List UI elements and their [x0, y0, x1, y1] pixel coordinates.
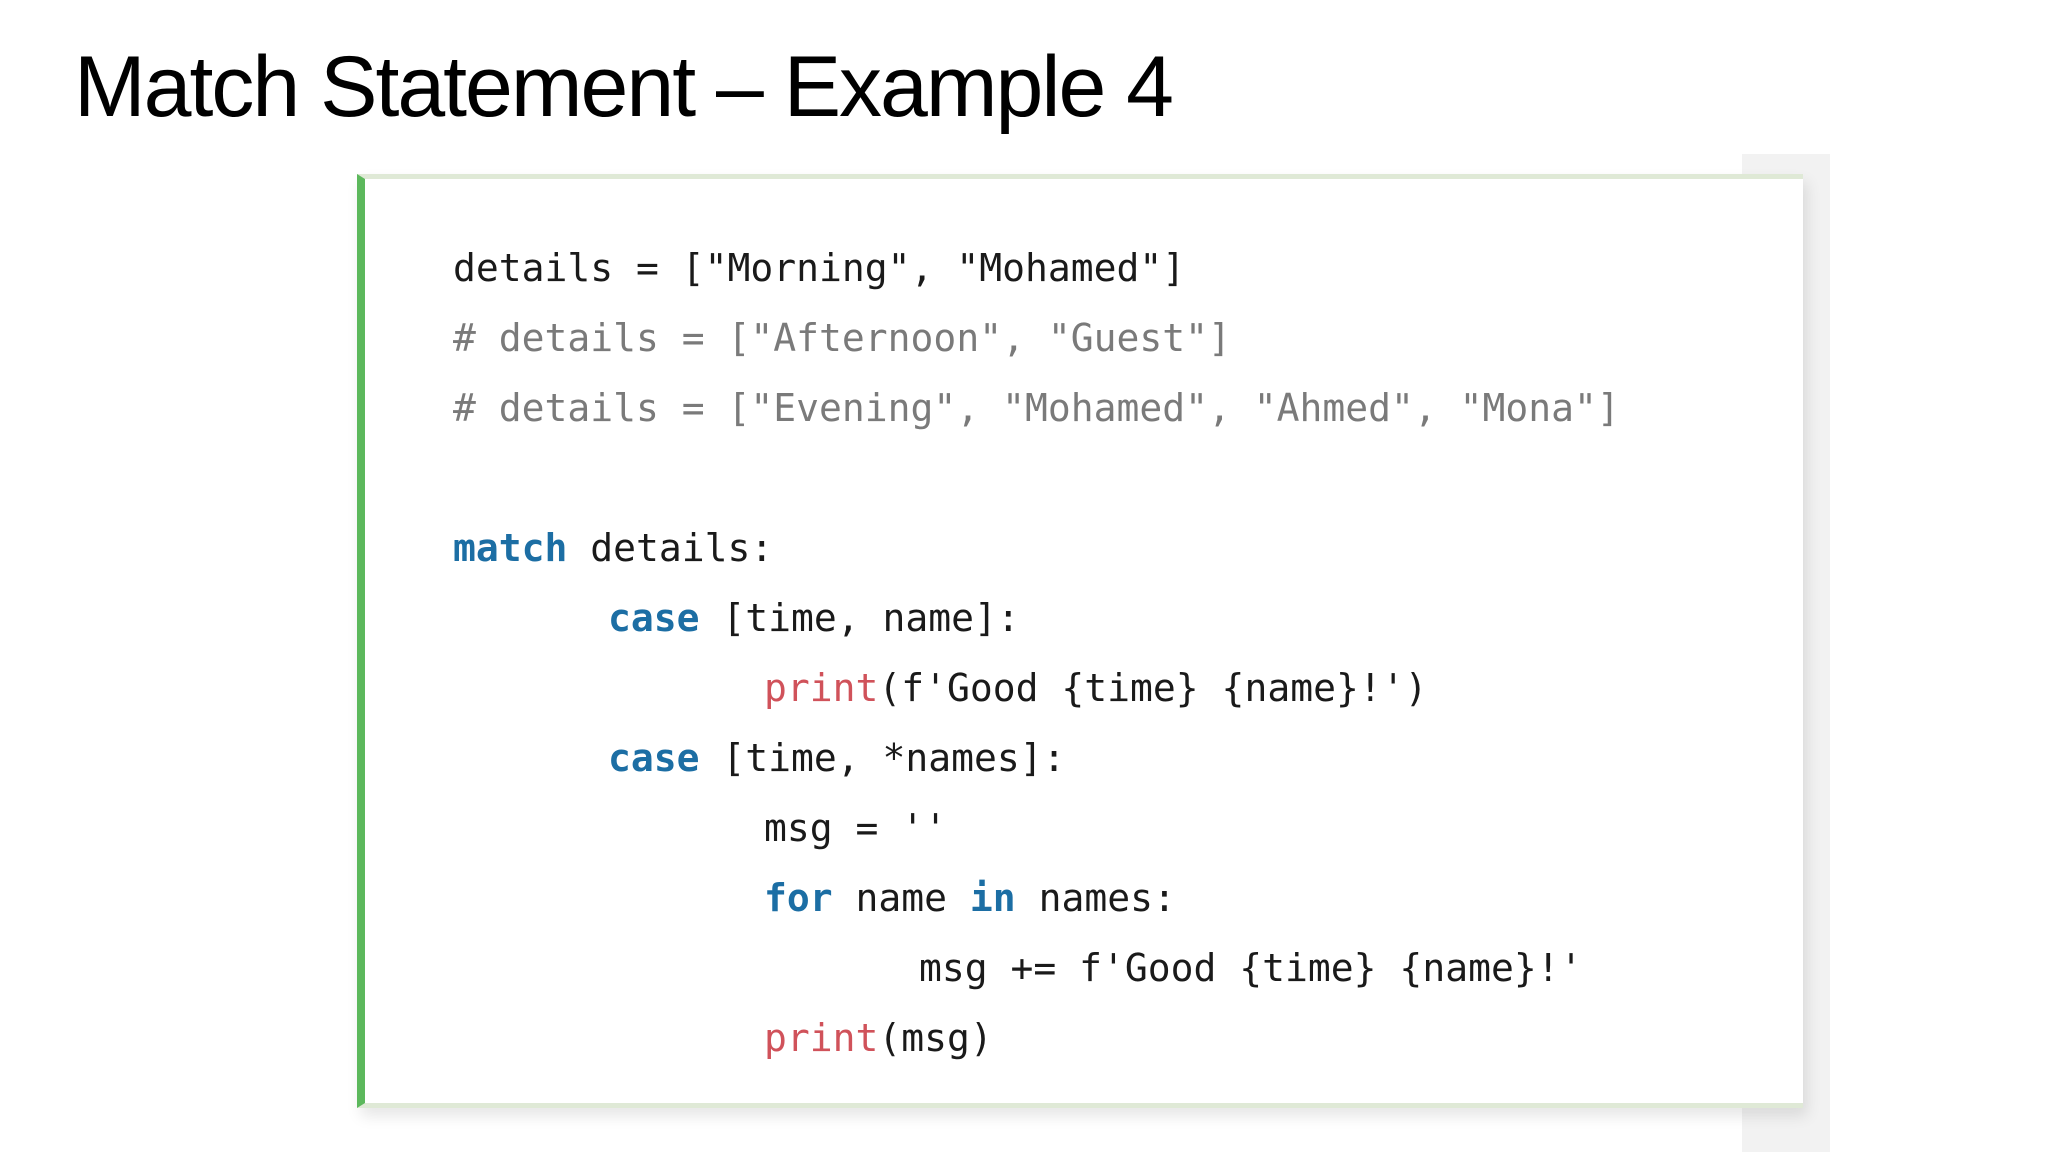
- code-line-1: details = ["Morning", "Mohamed"]: [453, 246, 1186, 290]
- code-line-11: msg += f'Good {time} {name}!': [919, 946, 1583, 990]
- code-line-5: match details:: [453, 513, 1620, 583]
- code-line-6: case [time, name]:: [453, 583, 1620, 653]
- builtin-print: print: [764, 1016, 879, 1060]
- slide-title: Match Statement – Example 4: [74, 39, 1174, 135]
- code-text: [time, *names]:: [699, 736, 1066, 780]
- code-line-10: for name in names:: [453, 863, 1620, 933]
- code-line-7: print(f'Good {time} {name}!'): [453, 653, 1620, 723]
- keyword-case: case: [608, 596, 700, 640]
- code-text: [time, name]:: [699, 596, 1020, 640]
- code-card: details = ["Morning", "Mohamed"] # detai…: [357, 174, 1803, 1108]
- builtin-print: print: [764, 666, 879, 710]
- code-line-8: case [time, *names]:: [453, 723, 1620, 793]
- code-line-3-comment: # details = ["Evening", "Mohamed", "Ahme…: [453, 386, 1620, 430]
- code-line-12: print(msg): [453, 1003, 1620, 1073]
- code-text: (f'Good {time} {name}!'): [878, 666, 1428, 710]
- code-line-2-comment: # details = ["Afternoon", "Guest"]: [453, 316, 1231, 360]
- code-text: names:: [1015, 876, 1176, 920]
- code-text: details:: [567, 526, 774, 570]
- keyword-for: for: [764, 876, 833, 920]
- code-line-9: msg = '': [764, 806, 948, 850]
- keyword-match: match: [453, 526, 568, 570]
- code-line-blank: [453, 443, 1620, 513]
- code-text: (msg): [878, 1016, 993, 1060]
- code-text: name: [832, 876, 970, 920]
- keyword-in: in: [969, 876, 1016, 920]
- keyword-case: case: [608, 736, 700, 780]
- code-block: details = ["Morning", "Mohamed"] # detai…: [453, 233, 1620, 1073]
